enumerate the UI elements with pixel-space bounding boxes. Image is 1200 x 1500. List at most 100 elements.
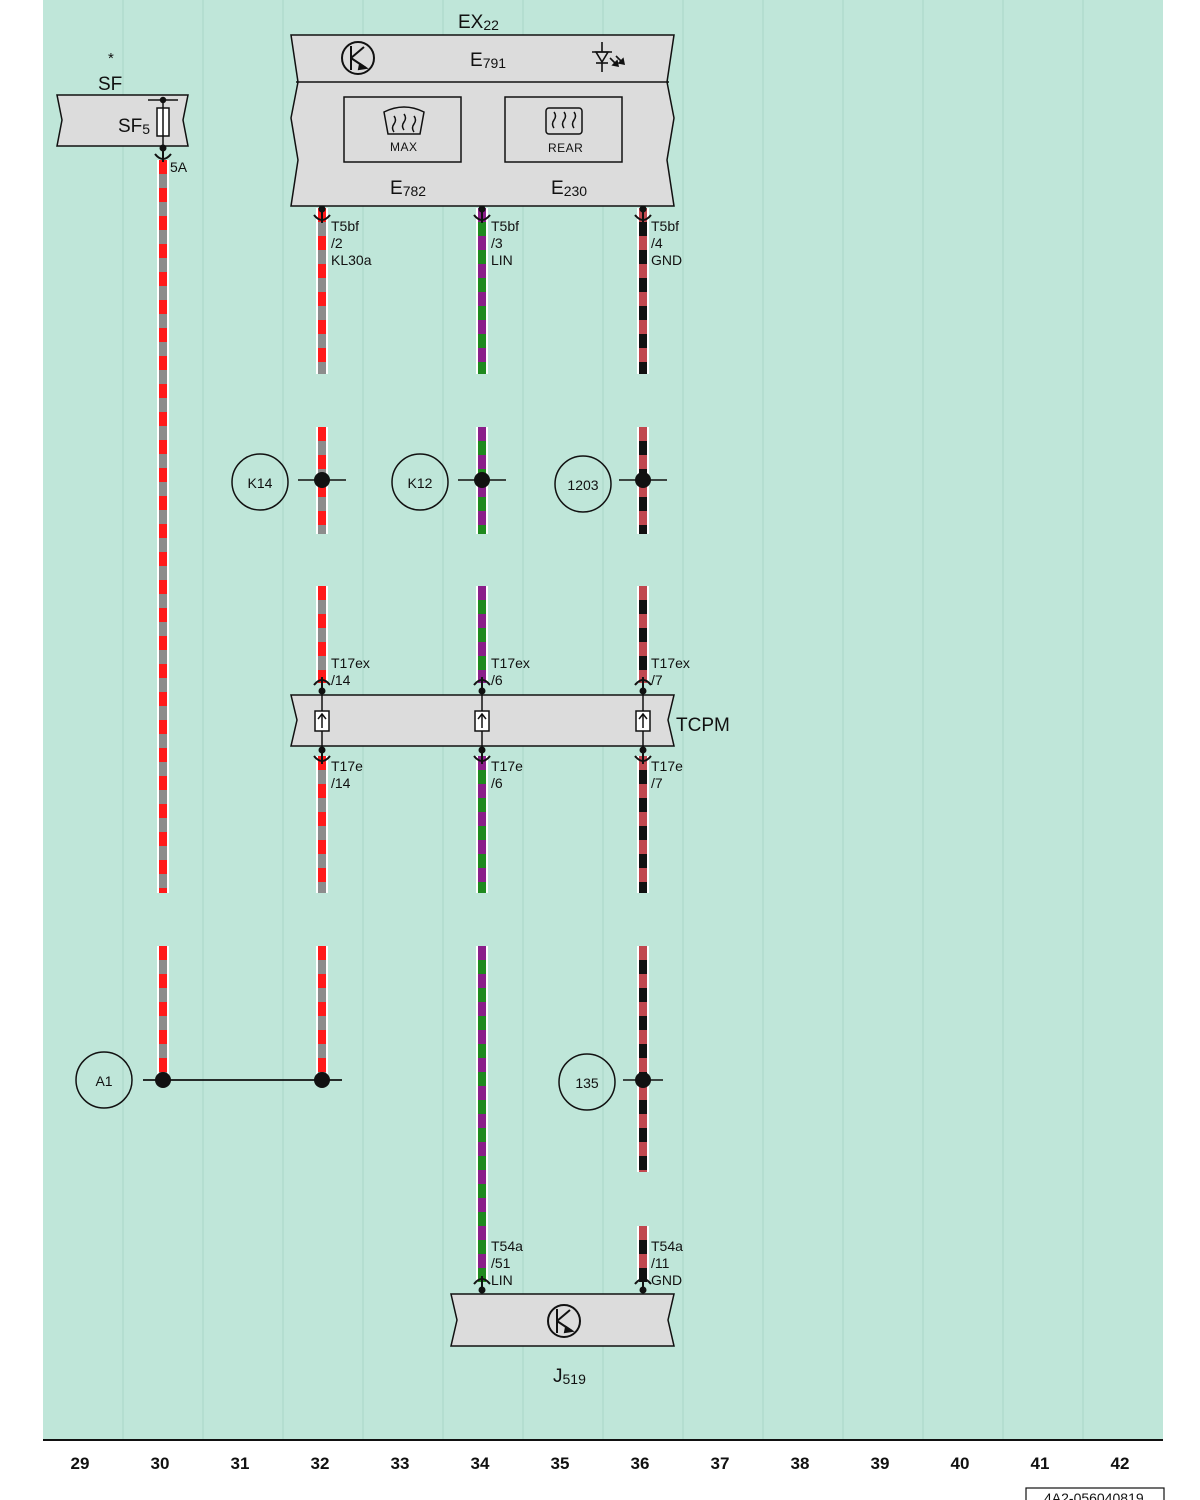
connector-t17ex-14-name: T17ex [331, 655, 370, 671]
connector-t5bf-3-name: T5bf [491, 218, 519, 234]
connector-t17ex-14-pin: /14 [331, 672, 351, 688]
connector-t54a-11-signal: GND [651, 1272, 682, 1288]
column-number-40: 40 [951, 1454, 970, 1473]
connector-t17ex-14-terminal [313, 677, 331, 695]
windscreen-defrost-icon [383, 106, 425, 135]
connector-t17ex-6-name: T17ex [491, 655, 530, 671]
tcpm-passthrough-3 [635, 694, 651, 748]
fuse-rating: 5A [170, 159, 188, 175]
connector-t5bf-4-name: T5bf [651, 218, 679, 234]
connector-t17e-7-pin: /7 [651, 775, 663, 791]
fuse-icon [148, 96, 178, 150]
terminals [143, 144, 667, 1294]
document-id: 4A2-056040819 [1044, 1490, 1144, 1500]
connector-labels-top: T5bf /2 KL30a T5bf /3 LIN T5bf /4 GND [331, 218, 682, 268]
connector-t54a-11-name: T54a [651, 1238, 683, 1254]
splice-1203-circle [554, 455, 612, 513]
column-number-39: 39 [871, 1454, 890, 1473]
connector-t5bf-3-signal: LIN [491, 252, 513, 268]
column-number-41: 41 [1031, 1454, 1050, 1473]
connector-t5bf-2-pin: /2 [331, 235, 343, 251]
fuse-output-terminal [154, 144, 172, 162]
column-number-35: 35 [551, 1454, 570, 1473]
connector-t5bf-4-terminal [634, 205, 652, 223]
column-number-37: 37 [711, 1454, 730, 1473]
connector-t17ex-7-name: T17ex [651, 655, 690, 671]
fuse-block-sf: * SF SF5 5A [56, 50, 189, 175]
control-panel-ex22: EX22 E791 MAX [290, 12, 675, 207]
column-grid [122, 0, 1084, 1440]
connector-t17ex-7-pin: /7 [651, 672, 663, 688]
connector-t54a-51-name: T54a [491, 1238, 523, 1254]
splice-a1-circle [75, 1051, 133, 1109]
connector-t5bf-4-signal: GND [651, 252, 682, 268]
column-number-33: 33 [391, 1454, 410, 1473]
fuse-star: * [108, 50, 114, 67]
splice-135-circle [558, 1053, 616, 1111]
connector-t5bf-4-pin: /4 [651, 235, 663, 251]
tcpm-block: TCPM [290, 694, 730, 747]
splice-135-label: 135 [575, 1075, 599, 1091]
led-indicator-icon [592, 42, 626, 72]
splice-k14-circle [231, 453, 289, 511]
connector-t54a-11-pin: /11 [651, 1255, 670, 1271]
splice-k14-label: K14 [248, 475, 273, 491]
connector-t54a-51-pin: /51 [491, 1255, 511, 1271]
control-unit-icon [341, 41, 375, 75]
column-number-42: 42 [1111, 1454, 1130, 1473]
connector-t5bf-3-terminal [473, 205, 491, 223]
control-panel-title: EX22 [458, 12, 499, 33]
document-id-box [1025, 1487, 1165, 1500]
splice-labels-mid: K14 K12 1203 [231, 453, 612, 513]
splice-k12-circle [391, 453, 449, 511]
tcpm-label: TCPM [676, 715, 730, 736]
column-number-32: 32 [311, 1454, 330, 1473]
splice-k12-dot [458, 472, 506, 488]
column-number-30: 30 [151, 1454, 170, 1473]
connector-t54a-51-terminal [473, 1276, 491, 1294]
connector-t5bf-3-pin: /3 [491, 235, 503, 251]
splice-a1-label: A1 [95, 1073, 112, 1089]
max-defrost-button [343, 96, 462, 163]
column-number-31: 31 [231, 1454, 250, 1473]
column-number-36: 36 [631, 1454, 650, 1473]
column-number-29: 29 [71, 1454, 90, 1473]
connector-t17e-6-name: T17e [491, 758, 523, 774]
splice-1203-label: 1203 [567, 477, 598, 493]
connector-t54a-51-signal: LIN [491, 1272, 513, 1288]
tcpm-connector-labels: T17ex /14 T17ex /6 T17ex /7 T17e /14 T17… [331, 655, 690, 791]
connector-t17e-6-pin: /6 [491, 775, 503, 791]
splice-k14-dot [298, 472, 346, 488]
splice-labels-low: A1 135 [75, 1051, 616, 1111]
tcpm-passthrough-1 [314, 694, 330, 748]
connector-t5bf-2-terminal [313, 205, 331, 223]
column-number-34: 34 [471, 1454, 490, 1473]
right-component-label: E230 [551, 178, 587, 199]
connector-t17e-7-name: T17e [651, 758, 683, 774]
splice-k12-label: K12 [408, 475, 433, 491]
column-number-38: 38 [791, 1454, 810, 1473]
max-caption: MAX [390, 140, 418, 154]
connector-t54a-11-terminal [634, 1276, 652, 1294]
top-component-label: E791 [470, 50, 506, 71]
connector-t5bf-2-name: T5bf [331, 218, 359, 234]
left-component-label: E782 [390, 178, 426, 199]
splice-1203-dot [619, 472, 667, 488]
connector-t17e-14-pin: /14 [331, 775, 351, 791]
fuse-block-title: SF [98, 74, 122, 95]
connector-labels-bottom: T54a /51 LIN T54a /11 GND [491, 1238, 683, 1288]
tcpm-passthrough-2 [474, 694, 490, 748]
gateway-j519: J519 [450, 1293, 675, 1387]
fuse-label: SF5 [118, 116, 150, 137]
connector-t17e-14-name: T17e [331, 758, 363, 774]
rear-caption: REAR [548, 141, 583, 155]
splice-135-dot [623, 1072, 663, 1088]
rear-window-defrost-icon [545, 107, 583, 135]
gateway-label: J519 [553, 1366, 586, 1387]
splice-a1-joint [143, 1072, 342, 1088]
column-numbers: 29 30 31 32 33 34 35 36 37 38 39 40 41 42 [71, 1454, 1130, 1473]
control-unit-icon [547, 1304, 581, 1338]
connector-t17ex-7-terminal [634, 677, 652, 695]
connector-t5bf-2-signal: KL30a [331, 252, 372, 268]
